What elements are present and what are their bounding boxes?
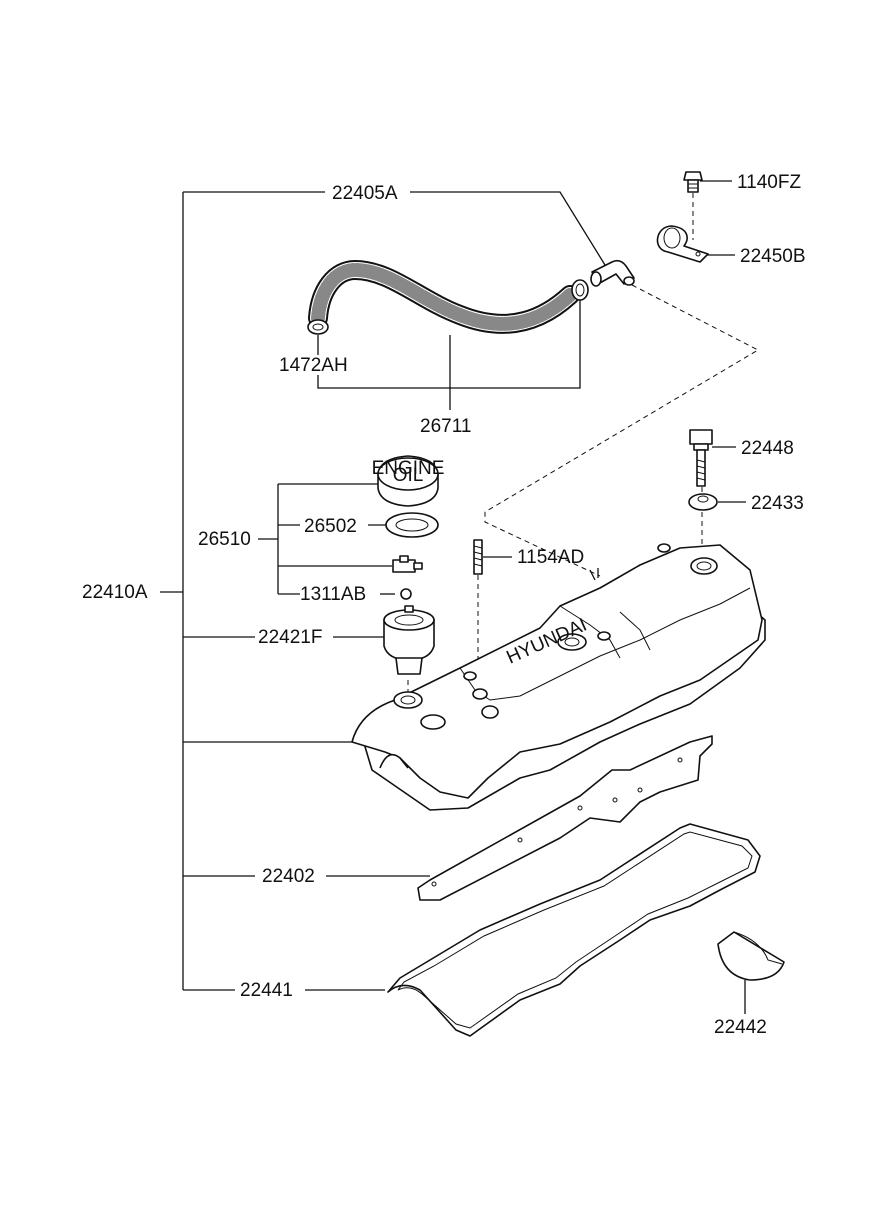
label-26502: 26502 [304,516,357,537]
label-22442: 22442 [714,1017,767,1038]
clamp-left [307,319,329,335]
label-1140FZ: 1140FZ [737,172,801,193]
label-22405A: 22405A [332,183,398,204]
label-1472AH: 1472AH [279,355,348,376]
label-22402: 22402 [262,866,315,887]
label-22441: 22441 [240,980,293,1001]
gasket-26502 [385,512,439,538]
label-22410A: 22410A [82,582,148,603]
cap-text-line1: ENGINE [372,458,445,479]
gasket-22441 [387,823,761,1037]
clamp-22450B [656,225,709,263]
cap-text-line2: OIL [393,465,424,486]
rocker-cover: HYUNDAI [351,543,766,811]
label-22450B: 22450B [740,246,806,267]
bolt-1140FZ [683,171,703,193]
label-1311AB: 1311AB [300,584,366,605]
baffle-plate-22402 [417,735,713,901]
label-22448: 22448 [741,438,794,459]
filler-neck-22421F [383,605,435,675]
label-22433: 22433 [751,493,804,514]
seal-22442 [717,931,785,981]
grommet-22433 [688,493,718,511]
hose-26711 [308,259,580,334]
label-26510: 26510 [198,529,251,550]
plug-1311AB [400,588,412,600]
oil-filler-cap: ENGINE OIL [372,455,445,507]
cap-valve [392,555,423,573]
label-26711: 26711 [420,416,471,437]
label-1154AD: 1154AD [517,547,584,568]
clamp-right [571,279,589,301]
leader-lines [258,180,760,1014]
part-labels: 22405A 1140FZ 22450B 1472AH 26711 22448 … [82,172,806,1038]
stud-1154AD [473,539,483,575]
label-22421F: 22421F [258,627,322,648]
bracket-22410A [160,191,355,991]
elbow-fitting [590,259,635,287]
bolt-22448 [689,429,713,487]
